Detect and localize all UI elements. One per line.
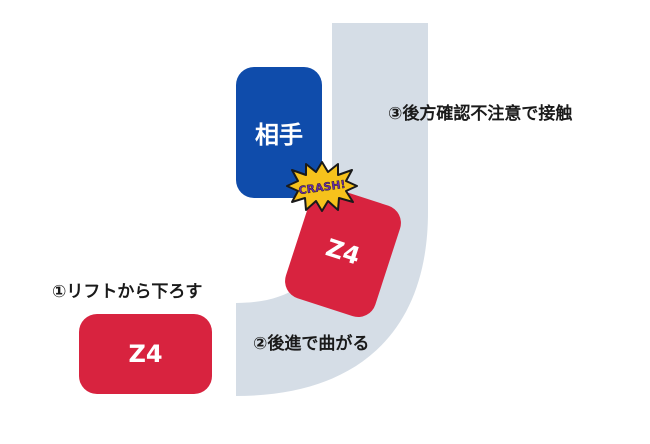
- step3-label: ③後方確認不注意で接触: [388, 104, 573, 124]
- step2-label: ②後進で曲がる: [253, 334, 370, 354]
- step1-label: ①リフトから下ろす: [52, 282, 203, 302]
- other-vehicle-label: 相手: [255, 121, 303, 149]
- own-vehicle-turning-label: Z4: [322, 233, 364, 271]
- own-vehicle-start: Z4: [79, 314, 212, 394]
- crash-burst-icon: CRASH!: [286, 161, 358, 212]
- own-vehicle-start-label: Z4: [128, 340, 163, 368]
